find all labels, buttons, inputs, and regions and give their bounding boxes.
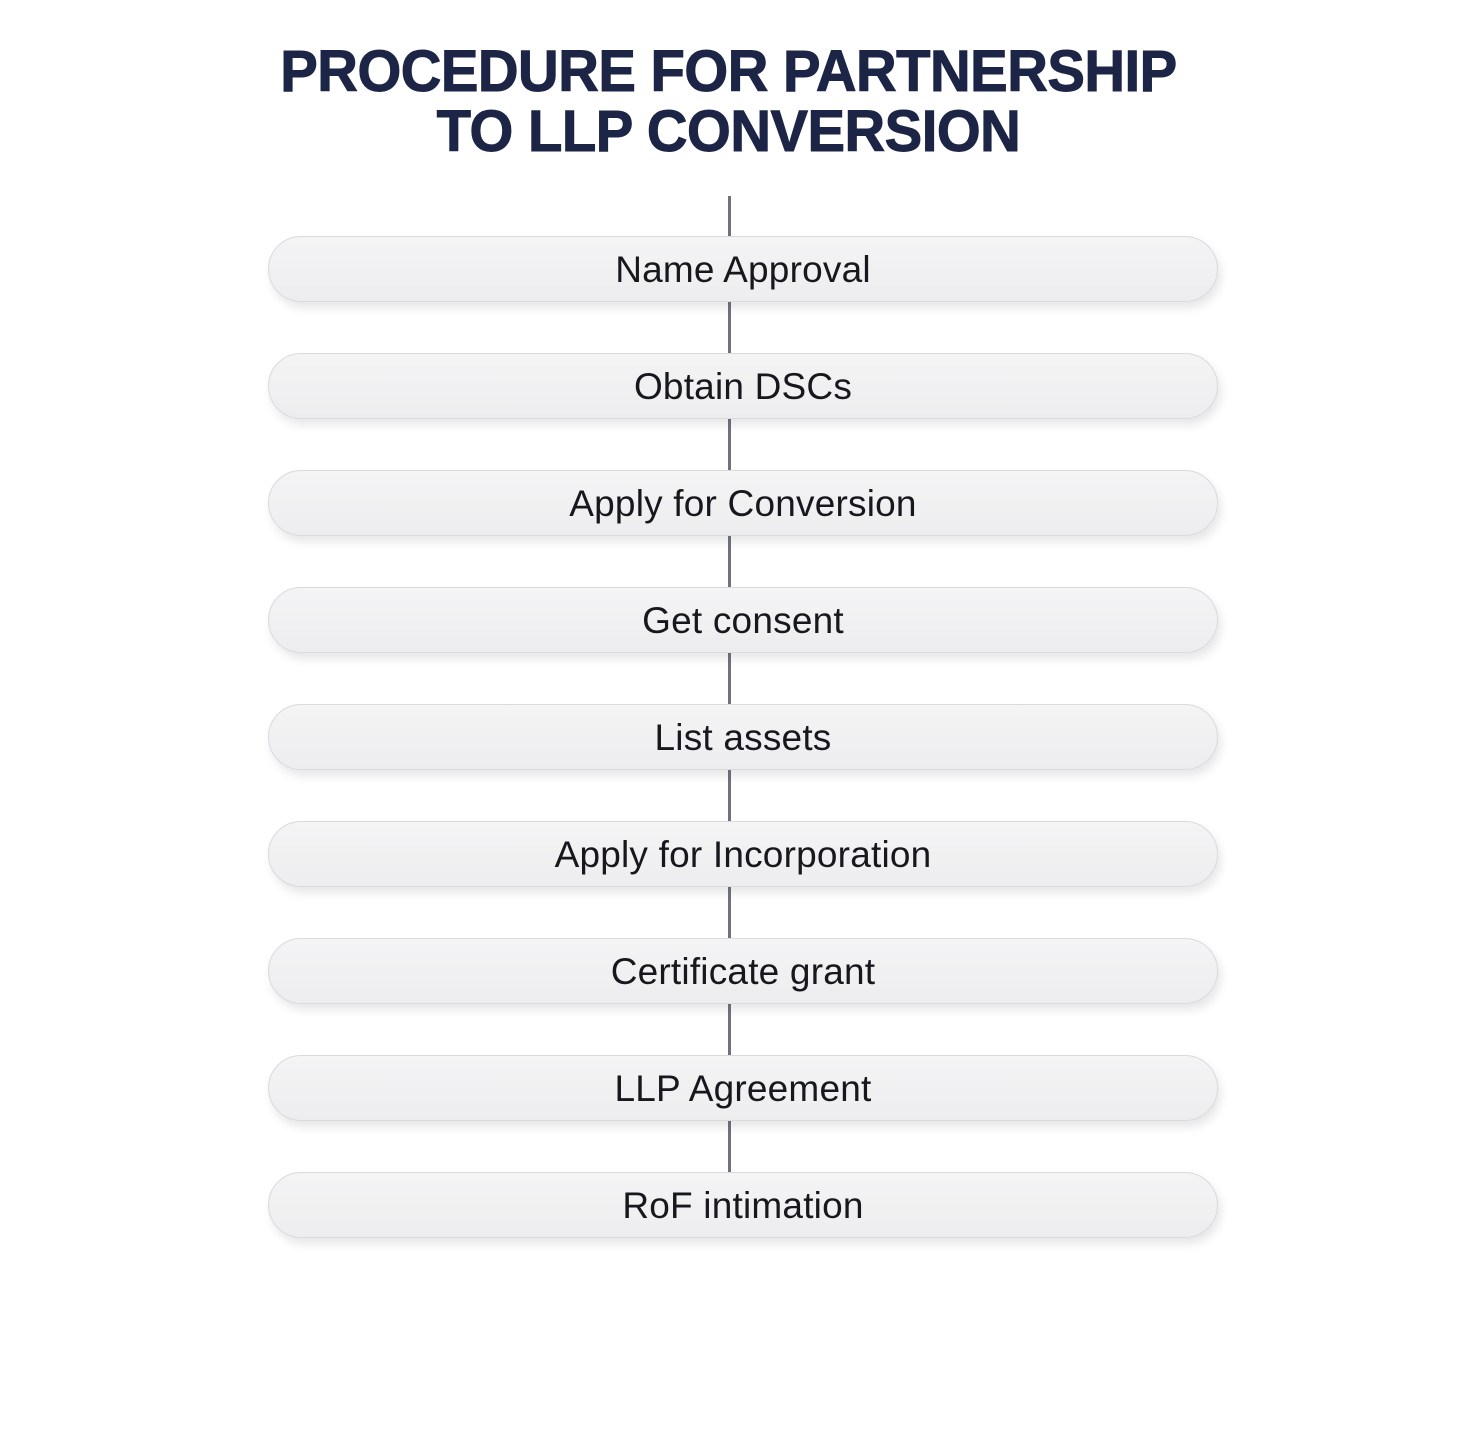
step-label: LLP Agreement <box>614 1067 872 1109</box>
step-box: Obtain DSCs <box>268 353 1218 419</box>
step-box: List assets <box>268 704 1218 770</box>
step-box: Name Approval <box>268 236 1218 302</box>
step-box: Apply for Conversion <box>268 470 1218 536</box>
step-label: Obtain DSCs <box>633 365 853 407</box>
page-title-line-1: PROCEDURE FOR PARTNERSHIP <box>280 39 1178 104</box>
step-label: Name Approval <box>615 248 871 290</box>
step-label: Certificate grant <box>610 950 876 992</box>
step-label: RoF intimation <box>622 1184 864 1226</box>
connector-line <box>728 196 731 1205</box>
step-label: List assets <box>654 716 832 758</box>
step-box: RoF intimation <box>268 1172 1218 1238</box>
step-label: Apply for Incorporation <box>554 833 932 875</box>
step-label: Apply for Conversion <box>569 482 917 524</box>
step-label: Get consent <box>642 599 844 641</box>
page-title-line-2: TO LLP CONVERSION <box>436 99 1021 164</box>
step-box: Get consent <box>268 587 1218 653</box>
flowchart: Name Approval Obtain DSCs Apply for Conv… <box>268 196 1218 1238</box>
step-box: Certificate grant <box>268 938 1218 1004</box>
step-box: Apply for Incorporation <box>268 821 1218 887</box>
step-box: LLP Agreement <box>268 1055 1218 1121</box>
page-title: PROCEDURE FOR PARTNERSHIP TO LLP CONVERS… <box>22 39 1435 164</box>
